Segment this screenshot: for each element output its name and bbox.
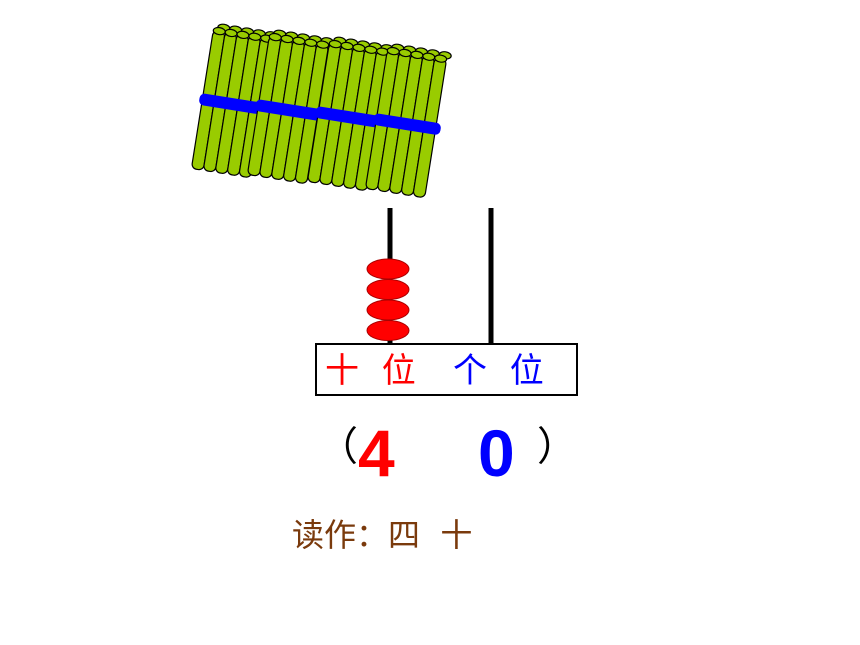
stick-bundles (191, 23, 452, 198)
stick-top (434, 54, 448, 63)
read-as-line: 读作：四 十 (292, 515, 472, 555)
close-paren: ） (537, 424, 577, 470)
abacus-bead (366, 279, 410, 300)
abacus-bead (366, 258, 410, 280)
abacus-bead (366, 299, 410, 321)
bundle-band (373, 113, 441, 135)
read-as-prefix: 读作： (292, 516, 389, 554)
bundle-band (315, 106, 383, 128)
ones-place-label: 个 位 (453, 351, 550, 391)
stick-bundle (247, 29, 334, 184)
tens-beads (366, 258, 410, 341)
stick-top (316, 40, 330, 49)
bundle-band (199, 93, 267, 115)
tens-place-label: 十 位 (325, 351, 422, 391)
open-paren: （ (318, 424, 358, 470)
abacus-rods (387, 208, 494, 343)
tens-digit: 4 (358, 416, 395, 490)
read-as-value: 四 十 (388, 516, 473, 554)
bundle-band (255, 99, 323, 121)
place-value-box: 十 位 个 位 (315, 343, 578, 396)
ones-digit: 0 (478, 416, 515, 490)
stick-bundle (365, 43, 452, 198)
abacus-bead (366, 320, 410, 341)
